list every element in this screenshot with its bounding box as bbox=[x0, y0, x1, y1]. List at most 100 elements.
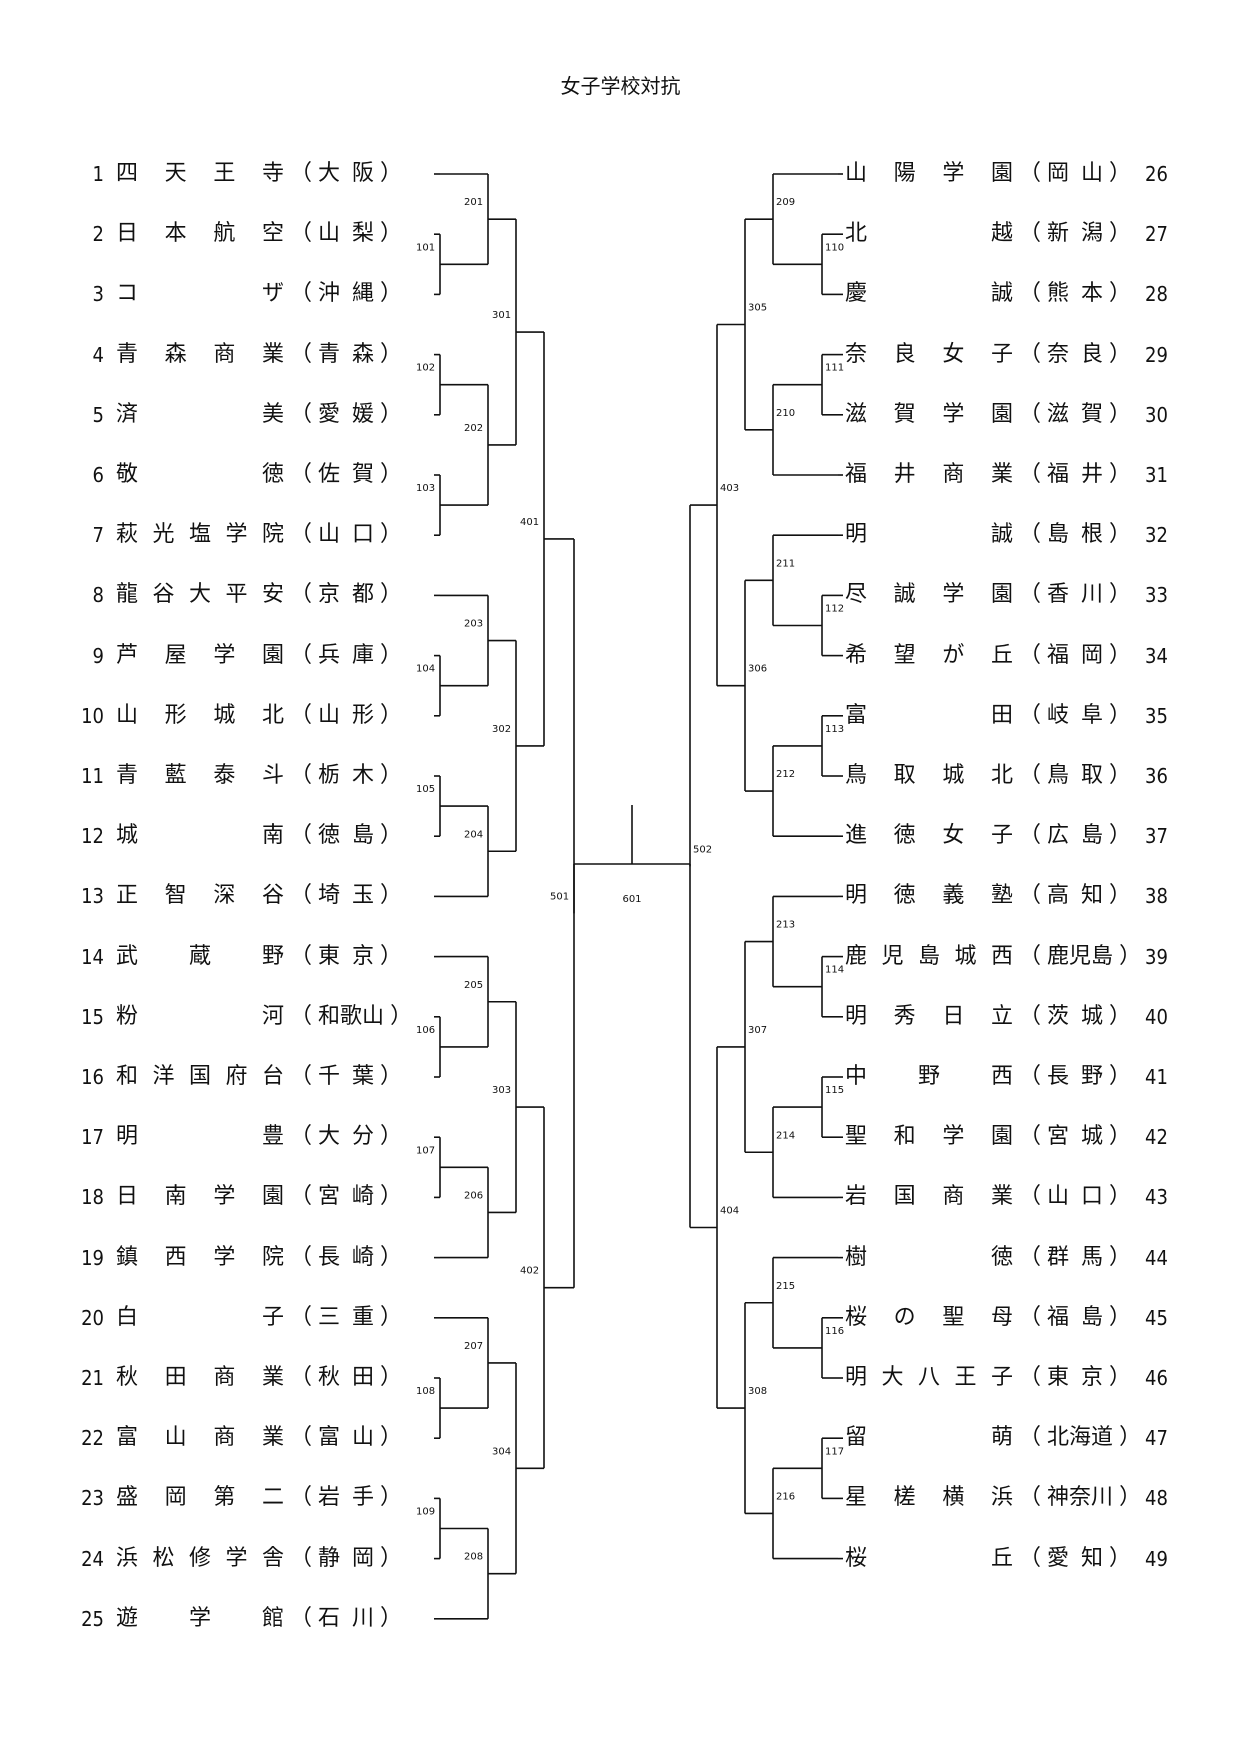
prefecture-char: 馬 bbox=[1080, 1244, 1103, 1270]
paren-open: （ bbox=[1019, 281, 1042, 307]
paren-open: （ bbox=[290, 582, 313, 608]
school-name-char: 明 bbox=[845, 1365, 868, 1390]
seed-number: 30 bbox=[1145, 402, 1168, 427]
school-name-char: 安 bbox=[261, 582, 284, 608]
prefecture-char: 大 bbox=[318, 1124, 341, 1150]
school-name-char bbox=[947, 701, 954, 731]
prefecture-char: 川 bbox=[1080, 582, 1103, 608]
prefecture-char: 福 bbox=[1047, 642, 1070, 668]
prefecture-char: 滋 bbox=[1047, 401, 1070, 427]
match-number: 303 bbox=[492, 1085, 511, 1096]
school-name-char: 富 bbox=[845, 702, 868, 728]
prefecture-name: 鹿児島 bbox=[1041, 942, 1119, 972]
match-number: 501 bbox=[550, 891, 569, 902]
paren-open: （ bbox=[1019, 462, 1042, 487]
paren-close: ） bbox=[379, 1244, 402, 1270]
seed-number: 34 bbox=[1145, 643, 1168, 668]
school-name-char bbox=[904, 701, 911, 731]
school-name-char: 北 bbox=[845, 221, 868, 247]
paren-open: （ bbox=[290, 702, 313, 728]
prefecture-name: 富山 bbox=[312, 1423, 380, 1453]
school-name-char: 業 bbox=[990, 462, 1013, 487]
prefecture-char: 分 bbox=[351, 1124, 374, 1150]
prefecture: （三重） bbox=[290, 1303, 402, 1333]
paren-close: ） bbox=[379, 823, 402, 849]
prefecture: （福島） bbox=[1019, 1303, 1131, 1333]
prefecture: （山形） bbox=[290, 701, 402, 731]
paren-close: ） bbox=[379, 1365, 402, 1390]
paren-close: ） bbox=[1108, 1304, 1131, 1330]
school-name-char: 萌 bbox=[990, 1425, 1013, 1451]
paren-open: （ bbox=[290, 763, 313, 788]
prefecture-char: 媛 bbox=[351, 401, 374, 427]
match-number: 102 bbox=[416, 363, 435, 374]
prefecture-char: 賀 bbox=[351, 462, 374, 487]
seed-number: 33 bbox=[1145, 583, 1168, 608]
school-name: 秋田商業 bbox=[116, 1363, 284, 1393]
paren-open: （ bbox=[290, 401, 313, 427]
prefecture-char: 形 bbox=[351, 702, 374, 728]
prefecture-name: 愛知 bbox=[1041, 1544, 1109, 1574]
prefecture-name: 青森 bbox=[312, 340, 380, 370]
prefecture-name: 兵庫 bbox=[312, 641, 380, 671]
school-name-char bbox=[947, 219, 954, 249]
school-name-char: 希 bbox=[845, 642, 868, 668]
school-name-char: 明 bbox=[116, 1124, 139, 1150]
school-name-char: 学 bbox=[213, 1184, 236, 1210]
paren-close: ） bbox=[379, 341, 402, 367]
paren-open: （ bbox=[290, 1124, 313, 1150]
school-name-char: 正 bbox=[116, 883, 139, 909]
prefecture-name: 島根 bbox=[1041, 520, 1109, 550]
school-name-char: 徳 bbox=[261, 462, 284, 487]
prefecture-name: 京都 bbox=[312, 580, 380, 610]
school-name-char: 児 bbox=[881, 943, 904, 969]
school-name-char: 鳥 bbox=[845, 763, 868, 788]
school-name-char bbox=[233, 1604, 240, 1634]
seed-number: 2 bbox=[92, 222, 104, 247]
school-name: 浜松修学舎 bbox=[116, 1544, 284, 1574]
prefecture: （栃木） bbox=[290, 761, 402, 791]
match-number: 201 bbox=[464, 197, 483, 208]
seed-number: 42 bbox=[1145, 1125, 1168, 1150]
paren-open: （ bbox=[290, 1485, 313, 1511]
prefecture-char: 知 bbox=[1080, 1545, 1103, 1571]
school-name-char: 女 bbox=[942, 341, 965, 367]
school-name-char: 徳 bbox=[990, 1244, 1013, 1270]
school-name-char: 浜 bbox=[116, 1545, 139, 1571]
school-name: 星槎横浜 bbox=[845, 1483, 1013, 1513]
seed-number: 49 bbox=[1145, 1546, 1168, 1571]
school-name-char: 遊 bbox=[116, 1605, 139, 1631]
prefecture-char: 手 bbox=[351, 1485, 374, 1511]
school-name: 鹿児島城西 bbox=[845, 942, 1013, 972]
prefecture-char: 熊 bbox=[1047, 281, 1070, 307]
school-name-char: 豊 bbox=[261, 1124, 284, 1150]
school-name-char: 鎮 bbox=[116, 1244, 139, 1270]
school-name-char: 武 bbox=[116, 943, 139, 969]
school-name-char: 桜 bbox=[845, 1304, 868, 1330]
school-name: 日本航空 bbox=[116, 219, 284, 249]
prefecture-name: 山口 bbox=[312, 520, 380, 550]
paren-close: ） bbox=[379, 1425, 402, 1451]
school-name-char: 園 bbox=[990, 1124, 1013, 1150]
school-name: 明大八王子 bbox=[845, 1363, 1013, 1393]
prefecture-name: 静岡 bbox=[312, 1544, 380, 1574]
match-number: 209 bbox=[776, 197, 795, 208]
school-name-char bbox=[218, 821, 225, 851]
prefecture-char: 歌 bbox=[340, 1003, 363, 1029]
prefecture: （佐賀） bbox=[290, 460, 402, 490]
prefecture-name: 佐賀 bbox=[312, 460, 380, 490]
match-number: 107 bbox=[416, 1145, 435, 1156]
school-name-char: 本 bbox=[164, 221, 187, 247]
prefecture-char: 岐 bbox=[1047, 702, 1070, 728]
paren-close: ） bbox=[1119, 1485, 1142, 1511]
school-name-char bbox=[904, 1243, 911, 1273]
paren-close: ） bbox=[1108, 462, 1131, 487]
match-number: 203 bbox=[464, 619, 483, 630]
prefecture: （長野） bbox=[1019, 1062, 1131, 1092]
paren-open: （ bbox=[290, 1304, 313, 1330]
school-name-char: 城 bbox=[942, 763, 965, 788]
school-name-char: 商 bbox=[213, 1425, 236, 1451]
school-name-char: 秋 bbox=[116, 1365, 139, 1390]
school-name-char: 星 bbox=[845, 1485, 868, 1511]
prefecture-char: 井 bbox=[1080, 462, 1103, 487]
